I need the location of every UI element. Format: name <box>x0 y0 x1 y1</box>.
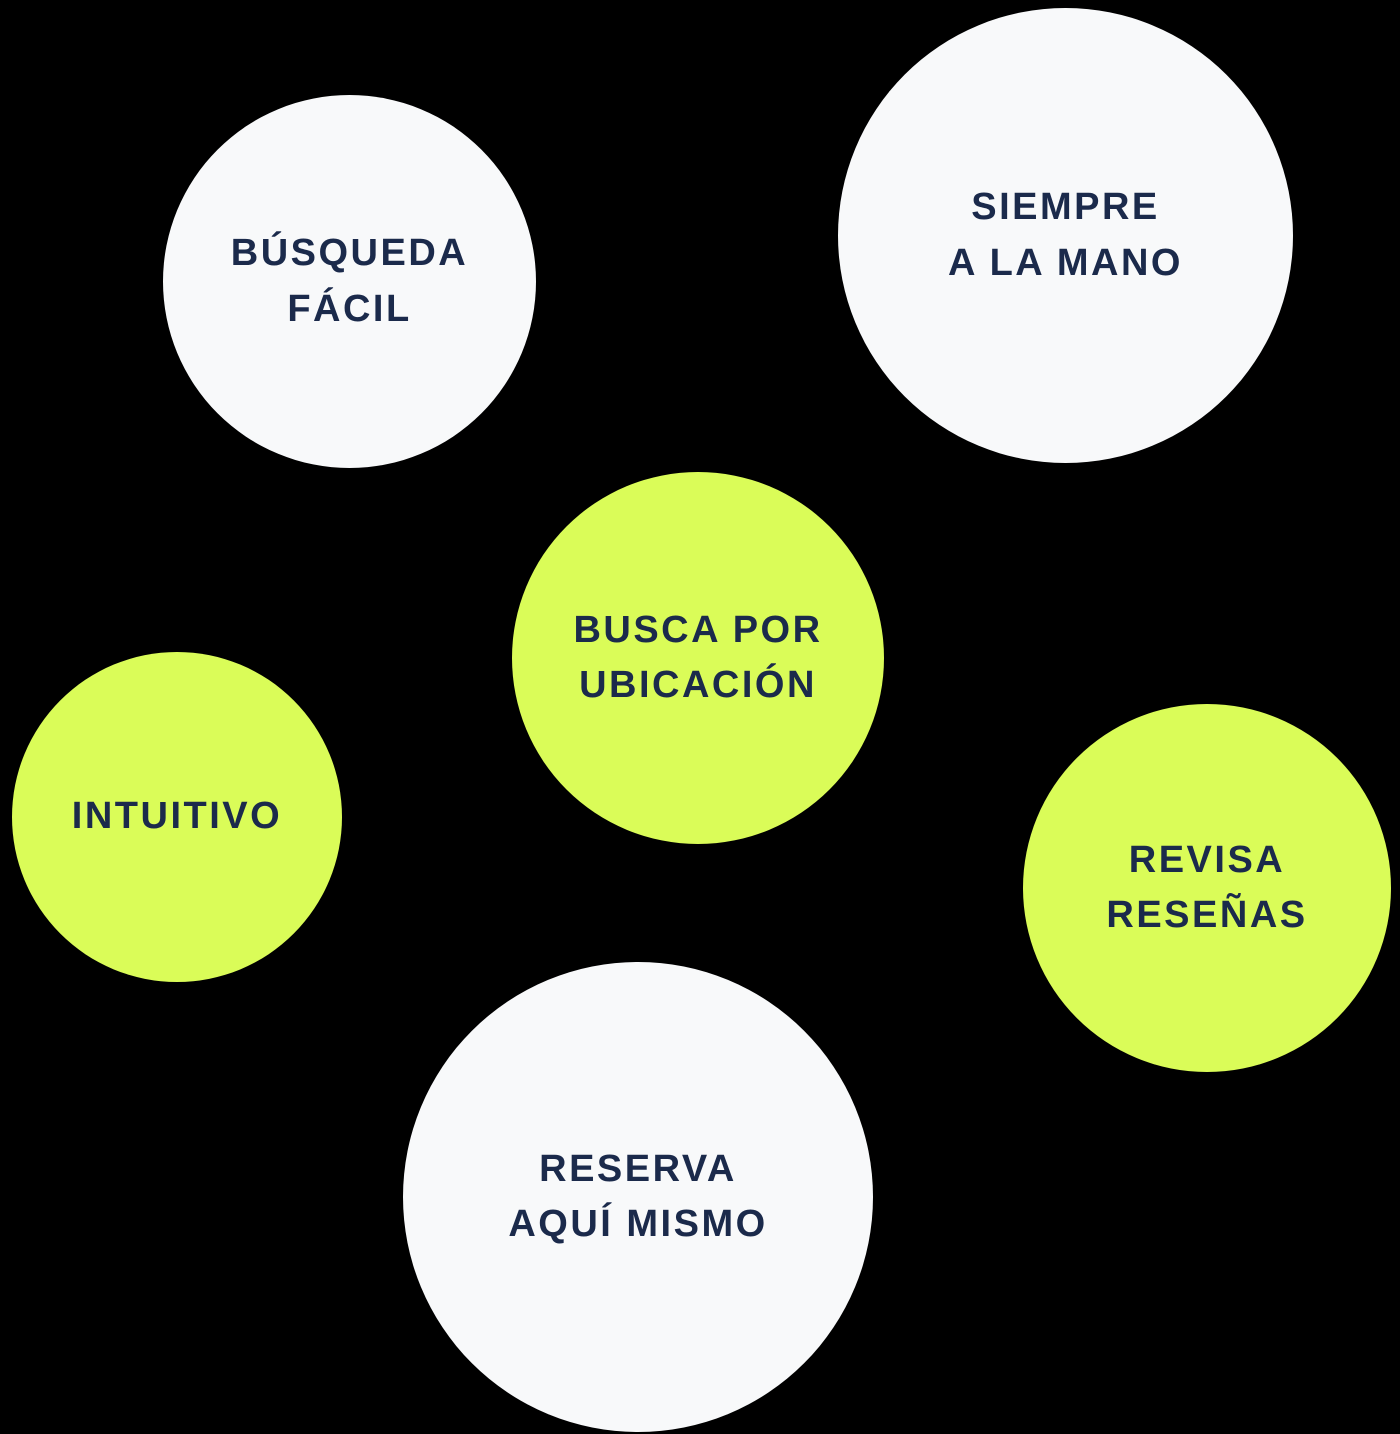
bubble-label-line: RESEÑAS <box>1106 894 1308 936</box>
bubble-label-line: INTUITIVO <box>71 795 283 838</box>
bubble-label-line: A LA MANO <box>948 241 1183 284</box>
bubble-busqueda-facil: BÚSQUEDA FÁCIL <box>163 95 536 468</box>
bubble-reserva-aqui-mismo: RESERVA AQUÍ MISMO <box>403 962 873 1432</box>
bubble-label-line: REVISA <box>1128 838 1286 881</box>
bubble-label-line: SIEMPRE <box>971 186 1160 229</box>
bubble-label-line: BUSCA POR <box>573 608 823 651</box>
bubble-intuitivo: INTUITIVO <box>12 652 342 982</box>
bubble-revisa-resenas: REVISA RESEÑAS <box>1023 704 1391 1072</box>
bubble-label-line: BÚSQUEDA <box>230 232 469 275</box>
bubble-busca-por-ubicacion: BUSCA POR UBICACIÓN <box>512 472 884 844</box>
bubble-label-line: UBICACIÓN <box>579 664 817 706</box>
bubble-label-line: RESERVA <box>539 1147 737 1190</box>
bubble-siempre-a-la-mano: SIEMPRE A LA MANO <box>838 8 1293 463</box>
bubble-label-line: AQUÍ MISMO <box>508 1203 768 1245</box>
bubble-label-line: FÁCIL <box>287 287 412 330</box>
